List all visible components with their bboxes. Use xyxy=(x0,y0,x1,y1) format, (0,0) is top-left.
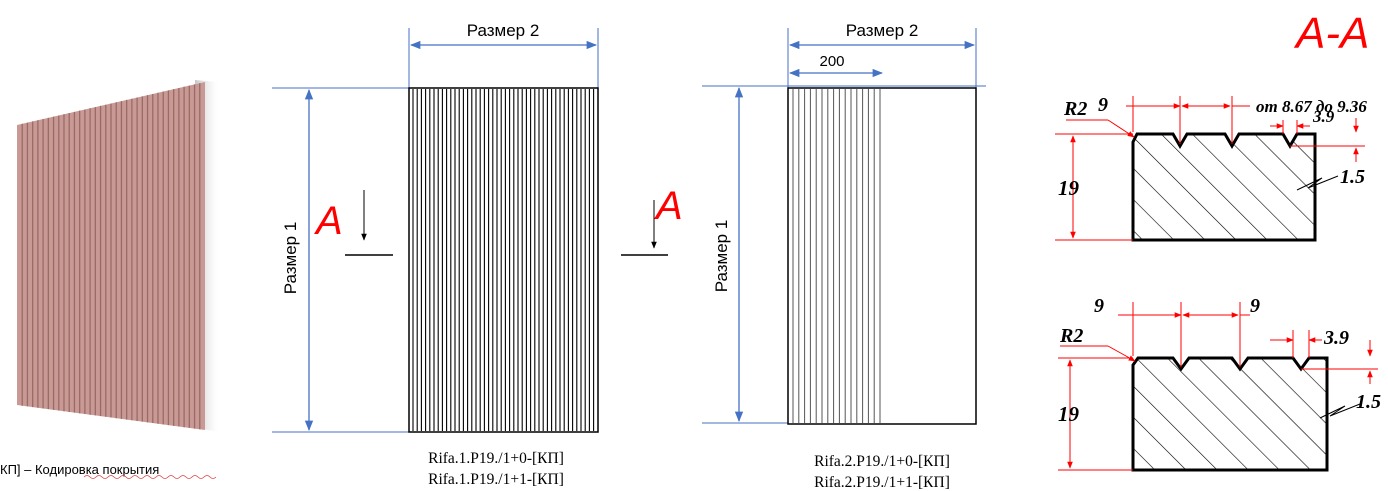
product-code-1: Rifa.2.P19./1+0-[КП] xyxy=(814,453,950,470)
profile-top: 9 от 8.67 до 9.36 3.9 R2 19 1.5 xyxy=(1055,94,1367,242)
groove-depth-value: 1.5 xyxy=(1356,391,1381,413)
drawing-rifa-1: Размер 2 Размер 1 А А Rifa.1.P19./1+0-[К… xyxy=(272,21,683,488)
panel-outline xyxy=(408,87,599,433)
radius-leader xyxy=(1107,345,1136,362)
pitch-range-value: от 8.67 до 9.36 xyxy=(1256,97,1367,116)
thickness-value: 19 xyxy=(1058,176,1080,200)
panel-groove-lines xyxy=(412,89,595,431)
section-letter-right: А xyxy=(654,184,683,228)
product-code-2: Rifa.1.P19./1+1-[КП] xyxy=(428,471,564,488)
product-code-1: Rifa.1.P19./1+0-[КП] xyxy=(428,450,564,467)
pitch-value: 9 xyxy=(1098,94,1108,116)
panel-grooves xyxy=(21,83,201,430)
coating-caption: КП] – Кодировка покрытия xyxy=(0,462,159,477)
pitch-value: 9 xyxy=(1094,295,1104,317)
hatch-leader xyxy=(1319,403,1361,419)
radius-value: R2 xyxy=(1059,325,1083,347)
groove-width-value: 3.9 xyxy=(1323,327,1349,349)
pitch-value: 9 xyxy=(1250,295,1260,317)
section-a-a: A-A 9 от 8.67 до 9.36 3.9 R2 19 xyxy=(1055,9,1381,472)
groove-width-value: 3.9 xyxy=(1312,107,1335,126)
profile-cross-section xyxy=(1131,132,1317,242)
section-title: A-A xyxy=(1293,9,1369,58)
drawing-rifa-2: Размер 2 200 Размер 1 Rifa.2.P19./1+0-[К… xyxy=(702,21,986,491)
panel-groove-lines xyxy=(792,89,881,423)
panel-outline xyxy=(787,87,977,425)
product-code-2: Rifa.2.P19./1+1-[КП] xyxy=(814,474,950,491)
spellcheck-underline xyxy=(83,475,217,479)
section-letter-left: А xyxy=(314,199,343,243)
profile-cross-section xyxy=(1131,356,1329,472)
hatch-leader xyxy=(1296,175,1339,191)
thickness-value: 19 xyxy=(1058,402,1080,426)
width-label: Размер 2 xyxy=(846,21,919,40)
radius-value: R2 xyxy=(1063,98,1087,120)
width-label: Размер 2 xyxy=(467,21,540,40)
profile-bottom: 9 9 3.9 R2 19 1.5 xyxy=(1058,295,1381,472)
panel-3d-preview xyxy=(17,80,217,432)
height-label: Размер 1 xyxy=(712,220,731,293)
height-label: Размер 1 xyxy=(281,222,300,295)
groove-depth-value: 1.5 xyxy=(1340,166,1365,188)
partial-label: 200 xyxy=(819,53,844,70)
